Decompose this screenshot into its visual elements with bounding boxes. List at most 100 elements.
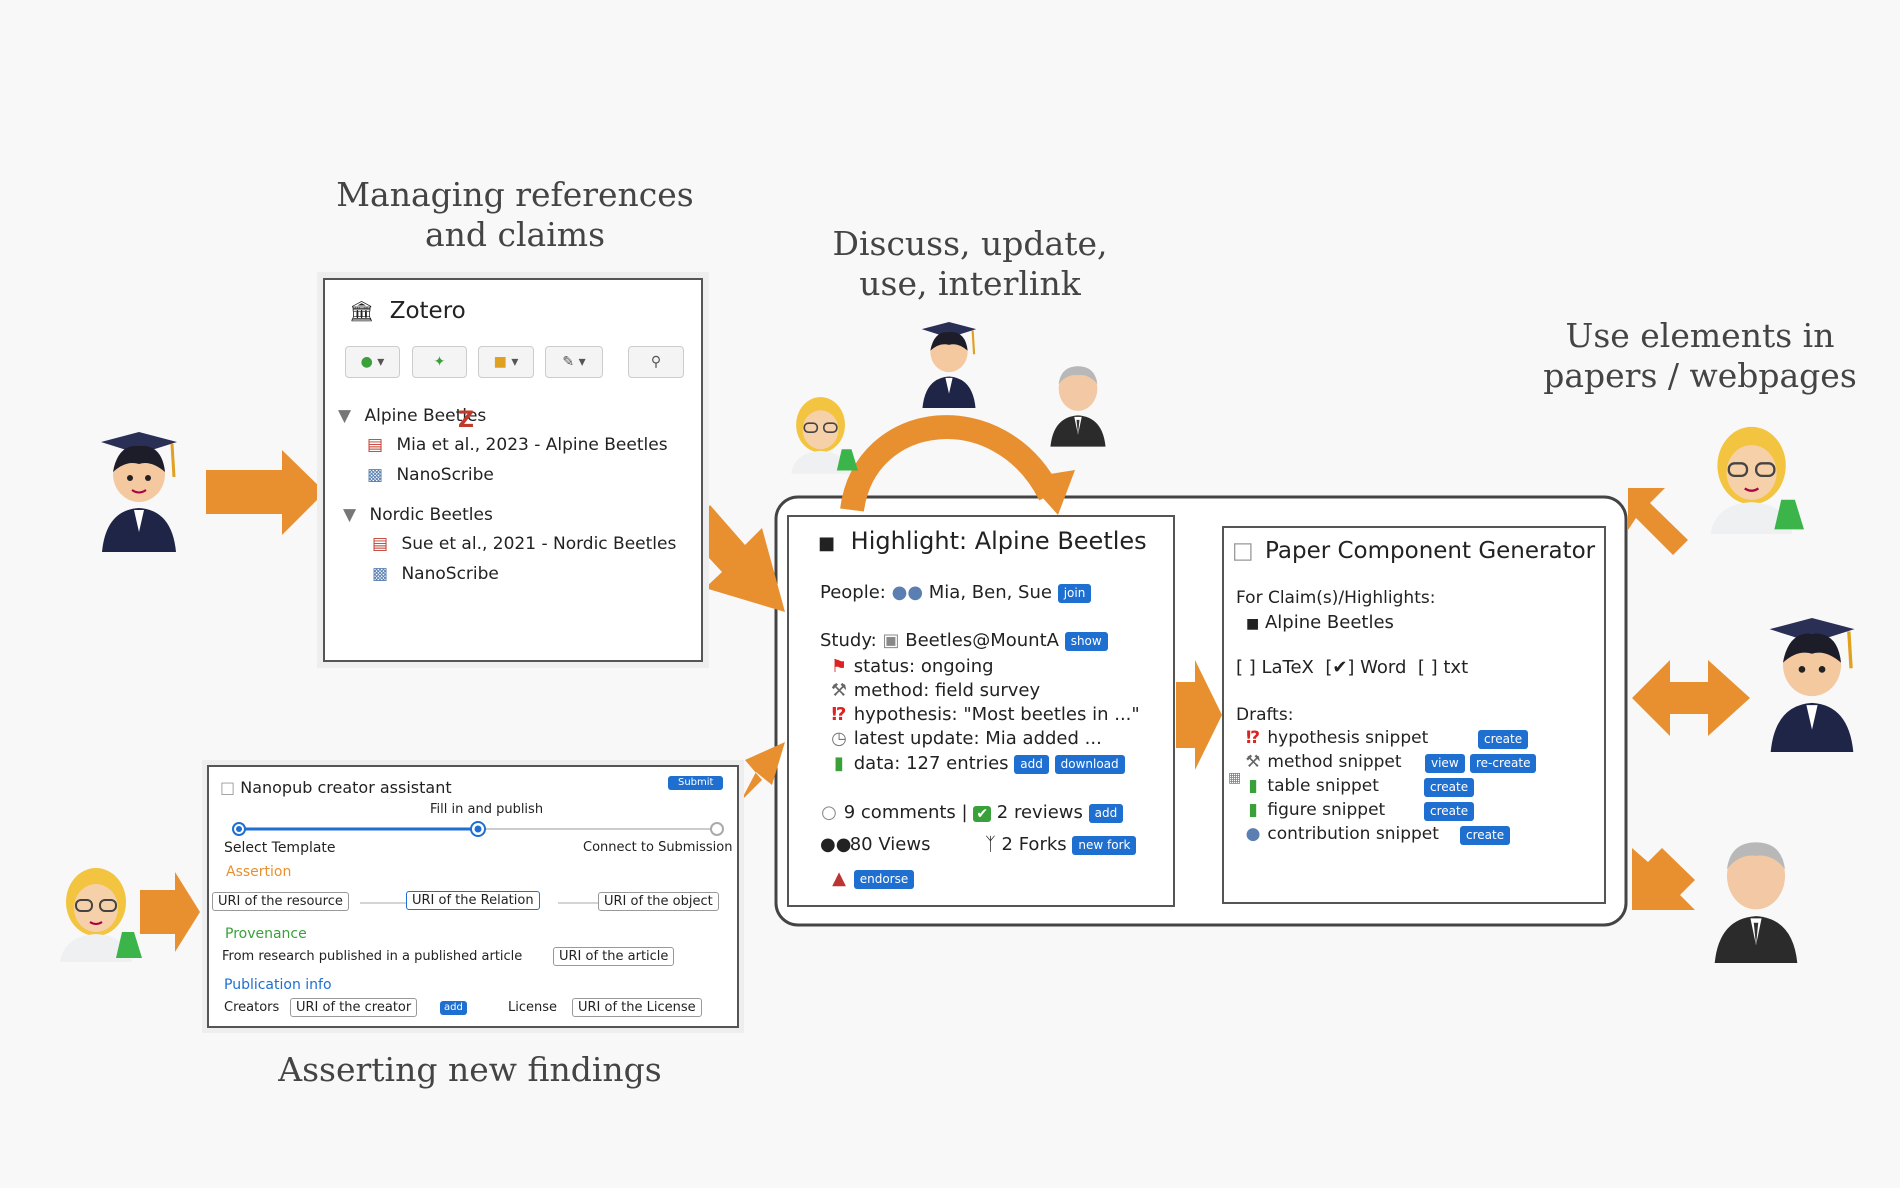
paperclip-icon: ✎ — [562, 354, 575, 370]
nanopub-title-row: □ Nanopub creator assistant — [220, 778, 452, 797]
add-item-button[interactable]: ● ▾ — [345, 346, 400, 378]
caption-managing: Managing references and claims — [336, 175, 694, 254]
arrow-double-person-mid — [1632, 660, 1750, 736]
chart-icon: ▮ — [1248, 776, 1258, 796]
reviews-count[interactable]: 2 reviews — [996, 802, 1083, 823]
latest-update-row: ◷ latest update: Mia added ... — [831, 728, 1102, 749]
page-icon: □ — [1232, 538, 1254, 564]
chart-icon: ▮ — [1248, 800, 1258, 820]
step-left-label: Select Template — [224, 840, 336, 856]
arrow-generator-to-person-top — [1628, 488, 1688, 555]
comments-row: ○ 9 comments | ✔ 2 reviews add — [820, 802, 1124, 823]
attach-button[interactable]: ✎ ▾ — [545, 346, 603, 378]
zotero-title-row: 🏛 Zotero — [349, 298, 466, 324]
creators-label: Creators — [224, 1000, 280, 1015]
uri-relation-field[interactable]: URI of the Relation — [406, 891, 540, 910]
graduate-person-top — [918, 322, 980, 412]
check-icon: ✔ — [973, 806, 992, 822]
endorse-row: ▲ endorse — [830, 868, 915, 889]
caption-discuss: Discuss, update, use, interlink — [832, 224, 1108, 303]
scientist-person-left — [56, 862, 142, 966]
pubinfo-label: Publication info — [224, 977, 332, 993]
comments-count[interactable]: 9 comments — [843, 802, 956, 823]
add-attachment-button[interactable]: ✦ — [412, 346, 467, 378]
scientist-person-top — [788, 388, 858, 482]
create-contribution-button[interactable]: create — [1460, 826, 1511, 845]
uri-object-field[interactable]: URI of the object — [598, 892, 719, 911]
recreate-method-button[interactable]: re-create — [1470, 754, 1537, 773]
tree-item[interactable]: ▤ Sue et al., 2021 - Nordic Beetles — [372, 534, 677, 554]
for-claims-label: For Claim(s)/Highlights: — [1236, 588, 1436, 608]
speech-icon: ○ — [821, 802, 837, 823]
arrow-nanopub-to-highlight — [735, 742, 785, 812]
zotero-panel: 🏛 Zotero — [323, 278, 703, 662]
submit-button[interactable]: Submit — [668, 776, 724, 790]
table-icon: ▦ — [1228, 770, 1242, 786]
format-options[interactable]: [ ] LaTeX [✔] Word [ ] txt — [1236, 657, 1469, 678]
calendar-icon: ▣ — [882, 630, 900, 651]
add-icon: ● — [360, 354, 373, 370]
generator-panel — [1222, 526, 1606, 904]
hypothesis-row: ⁉ hypothesis: "Most beetles in ..." — [831, 704, 1140, 725]
flag-icon: ⚑ — [830, 656, 848, 677]
arrow-curved-head — [1025, 470, 1075, 515]
method-row: ⚒ method: field survey — [830, 680, 1041, 701]
exclamation-icon: ⁉ — [1245, 728, 1261, 748]
scientist-person-right — [1706, 420, 1804, 538]
step-center-label: Fill in and publish — [430, 802, 544, 817]
highlight-title-row: ■ Highlight: Alpine Beetles — [818, 527, 1147, 555]
generator-title: Paper Component Generator — [1265, 538, 1596, 564]
uri-creator-field[interactable]: URI of the creator — [290, 998, 418, 1017]
tree-item[interactable]: ▤ Mia et al., 2023 - Alpine Beetles — [367, 435, 668, 455]
join-button[interactable]: join — [1057, 583, 1092, 603]
draft-method: ⚒ method snippet — [1245, 752, 1402, 772]
page-icon: □ — [220, 778, 236, 797]
download-button[interactable]: download — [1054, 754, 1125, 774]
caret-down-icon: ▼ — [343, 505, 357, 525]
arrow-highlight-to-generator — [1176, 660, 1222, 770]
folder-icon: ■ — [818, 533, 836, 554]
pdf-icon: ▤ — [367, 435, 384, 455]
caption-asserting: Asserting new findings — [278, 1050, 662, 1089]
graduate-person-right — [1764, 618, 1860, 756]
add-data-button[interactable]: add — [1014, 754, 1049, 774]
chart-icon: ▮ — [834, 753, 844, 774]
search-icon: ⚲ — [650, 354, 662, 370]
add-review-button[interactable]: add — [1088, 803, 1124, 823]
graduate-person-left — [96, 432, 182, 556]
study-row: Study: ▣ Beetles@MountA show — [820, 630, 1108, 651]
from-research-label: From research published in a published a… — [222, 949, 523, 964]
add-creator-button[interactable]: add — [440, 1001, 467, 1015]
caret-down-icon: ▼ — [338, 406, 352, 426]
create-hypothesis-button[interactable]: create — [1478, 730, 1529, 749]
people-icon: ● — [1245, 824, 1261, 844]
eyes-icon: ●● — [820, 834, 852, 855]
folder-icon: ■ — [1246, 616, 1260, 632]
uri-license-field[interactable]: URI of the License — [572, 998, 702, 1017]
uri-resource-field[interactable]: URI of the resource — [212, 892, 349, 911]
new-fork-button[interactable]: new fork — [1072, 835, 1137, 855]
generator-title-row: □ Paper Component Generator — [1232, 538, 1595, 564]
search-button[interactable]: ⚲ — [628, 346, 684, 378]
show-button[interactable]: show — [1064, 631, 1108, 651]
new-collection-button[interactable]: ■ ▾ — [478, 346, 534, 378]
exclamation-icon: ⁉ — [831, 704, 847, 725]
license-label: License — [508, 1000, 558, 1015]
tree-item[interactable]: ▩ NanoScribe — [367, 465, 494, 485]
create-table-button[interactable]: create — [1424, 778, 1475, 797]
arrow-generator-to-person-bottom — [1632, 848, 1695, 910]
museum-icon: 🏛 — [349, 299, 375, 323]
create-figure-button[interactable]: create — [1424, 802, 1475, 821]
note-icon: ▩ — [372, 564, 389, 584]
endorse-button[interactable]: endorse — [853, 869, 915, 889]
forks-count: 2 Forks — [1001, 834, 1067, 855]
people-row: People: ●● Mia, Ben, Sue join — [820, 582, 1092, 603]
tree-folder-nordic[interactable]: ▼ Nordic Beetles — [343, 505, 493, 525]
uri-article-field[interactable]: URI of the article — [553, 947, 675, 966]
folder-icon: ■ — [493, 354, 507, 370]
tree-item[interactable]: ▩ NanoScribe — [372, 564, 499, 584]
tree-folder-alpine[interactable]: ▼ Alpine Beetles — [338, 406, 487, 426]
view-method-button[interactable]: view — [1425, 754, 1465, 773]
draft-figure: ▮ figure snippet — [1244, 800, 1385, 820]
zotero-z-badge: Z — [458, 408, 474, 433]
